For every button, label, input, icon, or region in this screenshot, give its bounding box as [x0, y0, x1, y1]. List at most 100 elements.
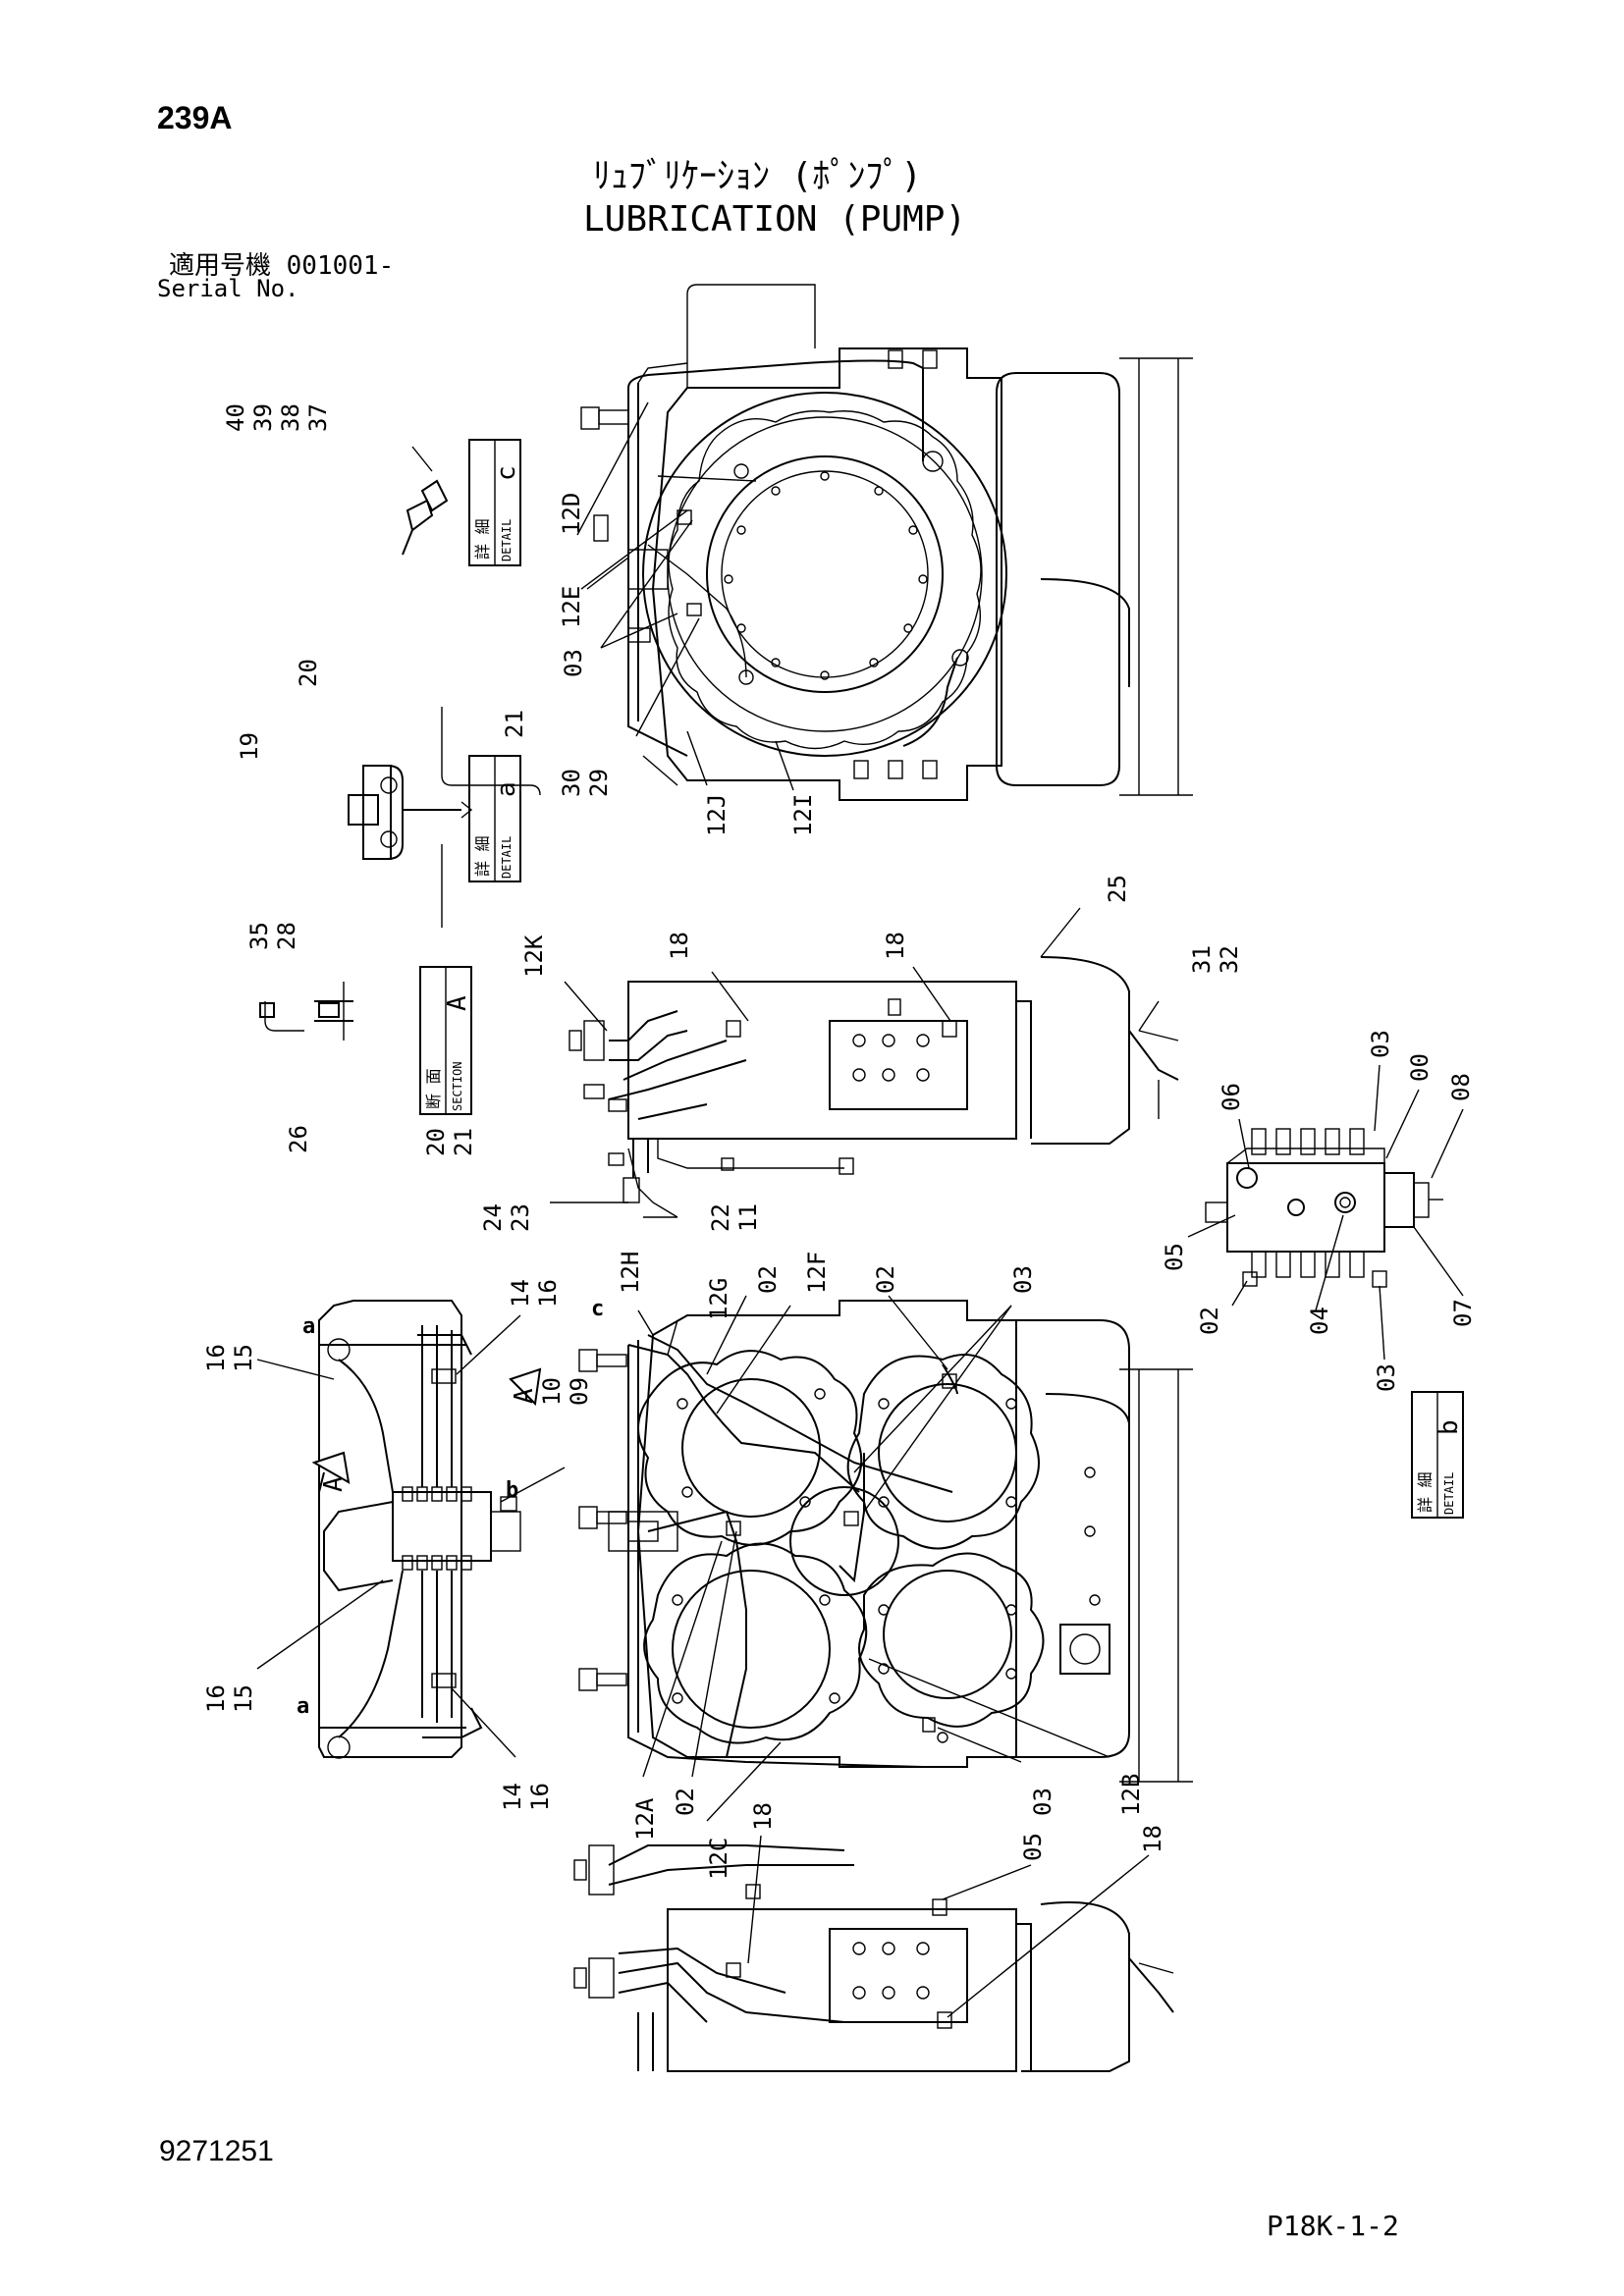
callout: 23 [507, 1203, 534, 1232]
callout: 12B [1117, 1774, 1145, 1816]
section-a-en: SECTION [451, 1061, 464, 1111]
callout: 00 [1406, 1053, 1434, 1082]
callout: 03 [1373, 1363, 1400, 1392]
plan-view-left [256, 1300, 566, 1759]
detail-a-plate [348, 707, 541, 928]
side-view-upper [550, 907, 1179, 1218]
callout: 24 [479, 1203, 507, 1232]
section-marker-a-right: A [510, 1388, 539, 1404]
callout: 03 [1009, 1265, 1037, 1294]
callout: 30 [558, 769, 585, 797]
callout: 11 [734, 1203, 762, 1232]
callout: 21 [501, 710, 528, 738]
callout: 18 [749, 1802, 777, 1831]
callout: 12F [803, 1252, 831, 1294]
marker-a-bottom: a [297, 1694, 309, 1719]
callout: 14 [499, 1783, 526, 1811]
marker-b: b [506, 1478, 518, 1503]
section-a-clamp [259, 982, 353, 1041]
section-box-A: 断 面 SECTION A [419, 966, 472, 1115]
callout: 31 [1188, 945, 1216, 974]
callout: 20 [422, 1128, 450, 1156]
side-view-lower [573, 1835, 1174, 2072]
callout: 12K [520, 934, 548, 978]
detail-b-distribution-valve [1187, 1064, 1464, 1361]
detail-box-a: 詳 細 DETAIL a [468, 755, 521, 882]
detail-b-jp: 詳 細 [1416, 1471, 1435, 1513]
callout: 05 [1161, 1243, 1188, 1271]
detail-a-jp: 詳 細 [473, 835, 492, 877]
callout: 22 [707, 1203, 734, 1232]
callout: 18 [1139, 1825, 1166, 1853]
section-a-jp: 断 面 [424, 1068, 443, 1109]
callout: 02 [872, 1265, 899, 1294]
callout: 07 [1449, 1299, 1477, 1327]
pump-drive-front-view [578, 1295, 1193, 1822]
top-view-flywheel-housing [576, 284, 1193, 801]
serial-label-english: Serial No. [157, 275, 299, 302]
detail-b-letter: b [1435, 1419, 1464, 1435]
section-arrow-letters: A A [319, 1388, 539, 1492]
callout: 12I [789, 794, 817, 836]
callout: 39 [249, 403, 277, 432]
callout: 12J [703, 794, 731, 836]
callout: 12G [705, 1278, 732, 1320]
detail-c-letter: c [492, 465, 521, 481]
section-marker-a-left: A [319, 1476, 349, 1492]
detail-a-en: DETAIL [500, 836, 514, 879]
callout: 15 [230, 1344, 257, 1372]
callout: 35 [245, 922, 273, 950]
callout: 40 [222, 403, 249, 432]
callout: 16 [526, 1783, 554, 1811]
title-english: LUBRICATION (PUMP) [583, 199, 967, 240]
marker-c: c [591, 1297, 604, 1321]
callout: 12E [558, 586, 585, 628]
callout: 16 [202, 1684, 230, 1713]
detail-a-letter: a [492, 781, 521, 797]
callout: 08 [1447, 1073, 1475, 1101]
callout: 15 [230, 1684, 257, 1713]
callout: 14 [507, 1279, 534, 1308]
callout: 12A [631, 1797, 659, 1841]
callout: 32 [1216, 945, 1243, 974]
part-callouts: 40 39 38 37 12D 12E 03 30 29 12J 12I 20 … [202, 403, 1477, 1880]
callout: 12C [705, 1838, 732, 1880]
callout: 28 [273, 922, 300, 950]
detail-box-b: 詳 細 DETAIL b [1411, 1391, 1464, 1519]
page-number: 239A [157, 100, 233, 135]
callout: 38 [277, 403, 304, 432]
callout: 12D [558, 493, 585, 535]
callout: 04 [1306, 1307, 1333, 1335]
detail-box-c: 詳 細 DETAIL c [468, 439, 521, 566]
detail-c-grease-nipple [402, 446, 449, 556]
callout: 03 [1029, 1788, 1056, 1816]
serial-label-japanese: 適用号機 001001- [169, 251, 395, 281]
callout: 19 [236, 732, 263, 761]
callout: 37 [304, 403, 332, 432]
callout: 02 [1196, 1307, 1223, 1335]
callout: 09 [566, 1377, 593, 1406]
sheet-reference: P18K-1-2 [1267, 2210, 1399, 2242]
detail-c-jp: 詳 細 [473, 518, 492, 560]
callout: 10 [538, 1377, 566, 1406]
callout: 06 [1218, 1083, 1245, 1111]
callout: 21 [450, 1128, 477, 1156]
callout: 29 [585, 769, 613, 797]
drawing-number: 9271251 [159, 2135, 274, 2167]
callout: 02 [672, 1788, 699, 1816]
callout: 12H [617, 1252, 644, 1294]
view-reference-letters: a a c b [297, 1297, 604, 1719]
title-japanese: ﾘｭﾌﾞﾘｹｰｼｮﾝ (ﾎﾟﾝﾌﾟ) [593, 156, 923, 196]
callout: 26 [285, 1125, 312, 1153]
detail-b-en: DETAIL [1442, 1472, 1456, 1515]
callout: 18 [666, 932, 693, 960]
callout: 03 [1367, 1030, 1394, 1058]
callout: 03 [560, 649, 587, 677]
marker-a-top: a [302, 1314, 315, 1339]
callout: 20 [295, 659, 322, 687]
callout: 25 [1104, 875, 1131, 903]
callout: 16 [534, 1279, 562, 1308]
callout: 18 [882, 932, 909, 960]
callout: 16 [202, 1344, 230, 1372]
